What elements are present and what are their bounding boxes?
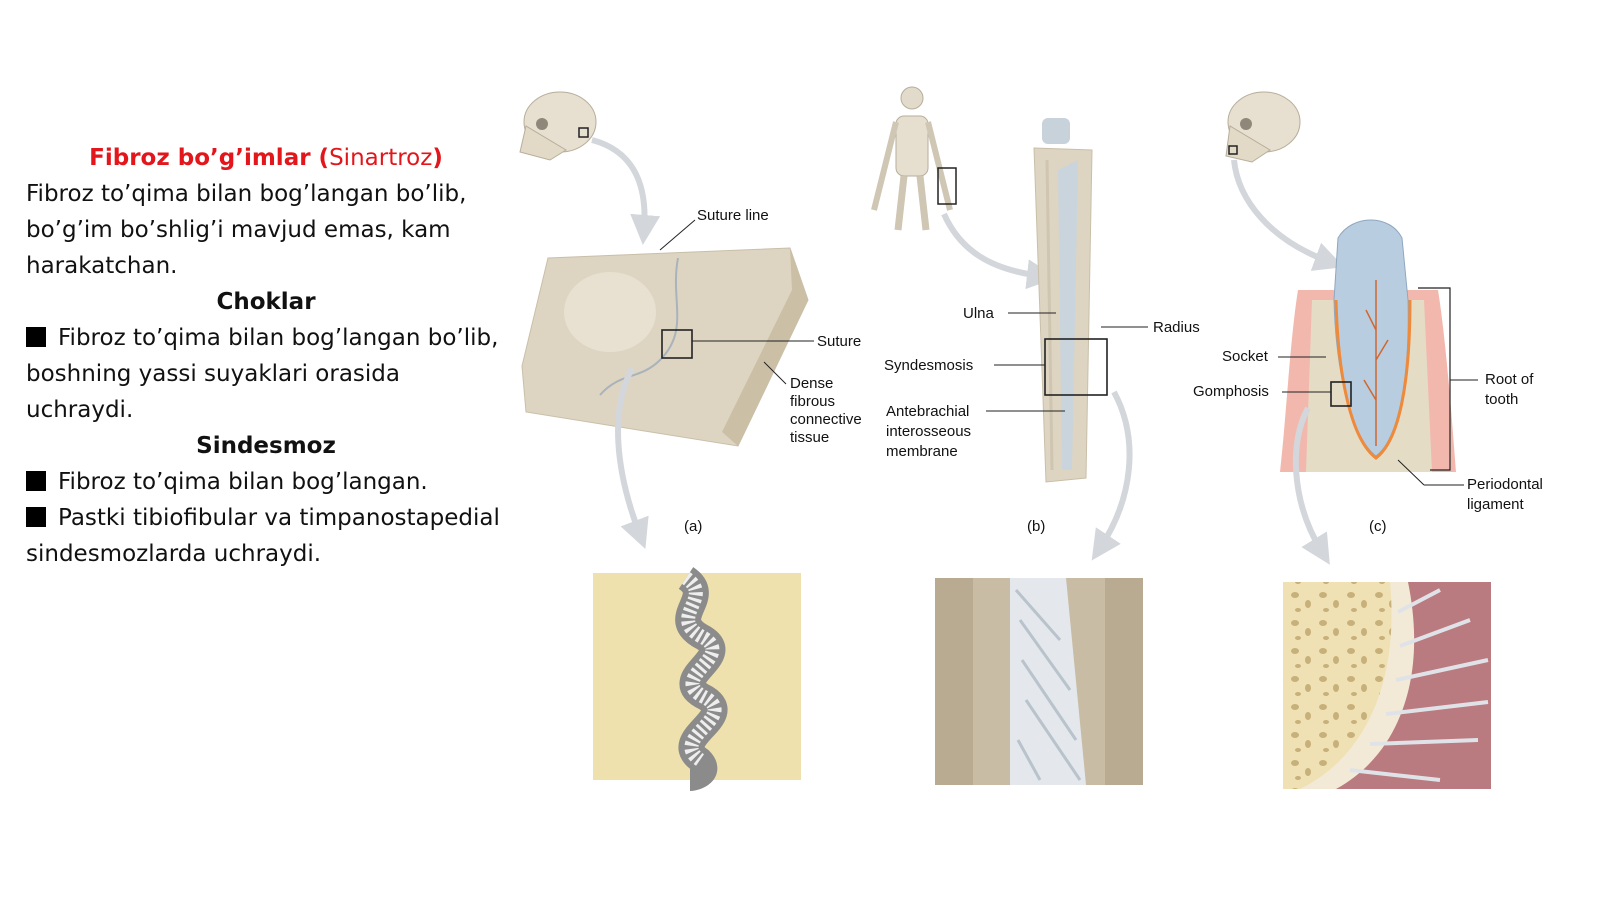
- label-periodontal-1: Periodontal: [1467, 476, 1543, 493]
- label-suture: Suture: [817, 333, 861, 350]
- square-bullet-icon: [26, 471, 46, 491]
- leader-periodontal-1: [1397, 459, 1425, 486]
- text-panel: Fibroz bo’g’imlar (Sinartroz) Fibroz to’…: [26, 140, 506, 572]
- label-periodontal-2: ligament: [1467, 496, 1525, 513]
- skull-c-icon: [1225, 91, 1301, 163]
- label-dense-2: fibrous: [790, 393, 835, 410]
- skull-a-icon: [519, 91, 597, 161]
- arrow-b-detail: [1091, 390, 1133, 561]
- slide-title: Fibroz bo’g’imlar (Sinartroz): [26, 140, 506, 176]
- arrow-a-zoom: [591, 137, 661, 245]
- suture-line-mark: [599, 257, 679, 396]
- label-gomphosis: Gomphosis: [1193, 383, 1269, 400]
- title-close: ): [432, 145, 443, 171]
- label-membrane-1: Antebrachial: [886, 403, 969, 420]
- label-dense-1: Dense: [790, 375, 833, 392]
- arrow-a-detail: [615, 366, 649, 550]
- square-bullet-icon: [26, 507, 46, 527]
- bullet-text-2: Fibroz to’qima bilan bog’langan.: [58, 469, 428, 495]
- tooth-in-socket: [1280, 219, 1456, 472]
- leader-suture-line: [659, 219, 696, 251]
- panel-b-caption: (b): [1027, 518, 1045, 535]
- bullet-item-3: Pastki tibiofibular va timpanostapedial …: [26, 500, 506, 572]
- label-root-1: Root of: [1485, 371, 1534, 388]
- bullet-item-1: Fibroz to’qima bilan bog’langan bo’lib, …: [26, 320, 506, 428]
- bullet-text-3: Pastki tibiofibular va timpanostapedial …: [26, 505, 500, 567]
- syndesmosis-detail-box: [1044, 338, 1108, 396]
- heading-sindesmoz: Sindesmoz: [196, 433, 336, 459]
- title-bold: Fibroz bo’g’imlar (: [89, 145, 330, 171]
- label-membrane-3: membrane: [886, 443, 958, 460]
- gomphosis-detail-image: [1283, 582, 1491, 789]
- syndesmosis-detail-image: [935, 578, 1143, 785]
- title-subtitle: Sinartroz: [329, 145, 433, 171]
- suture-detail-box: [661, 329, 693, 359]
- label-root-2: tooth: [1485, 391, 1518, 408]
- intro-paragraph: Fibroz to’qima bilan bog’langan bo’lib, …: [26, 181, 467, 279]
- panel-b-syndesmosis: Ulna Radius Syndesmosis Antebrachial int…: [871, 86, 1200, 785]
- suture-detail-image: [593, 567, 801, 791]
- bullet-text-1: Fibroz to’qima bilan bog’langan bo’lib, …: [26, 325, 499, 423]
- label-socket: Socket: [1222, 348, 1269, 365]
- forearm-bones: [1033, 118, 1093, 483]
- heading-choklar: Choklar: [216, 289, 316, 315]
- label-ulna: Ulna: [963, 305, 995, 322]
- label-dense-3: connective: [790, 411, 862, 428]
- arrow-b-zoom: [941, 212, 1057, 290]
- arrow-c-detail: [1292, 406, 1330, 565]
- label-radius: Radius: [1153, 319, 1200, 336]
- arrow-c-zoom: [1231, 159, 1345, 271]
- bullet-item-2: Fibroz to’qima bilan bog’langan.: [26, 464, 506, 500]
- root-bracket: [1418, 287, 1451, 471]
- label-suture-line: Suture line: [697, 207, 769, 224]
- panel-c-caption: (c): [1369, 518, 1387, 535]
- square-bullet-icon: [26, 327, 46, 347]
- label-dense-4: tissue: [790, 429, 829, 446]
- panel-a-suture: Suture line Suture Dense fibrous connect…: [519, 91, 862, 791]
- skull-plate-block: [521, 247, 809, 447]
- gomphosis-detail-box: [1330, 381, 1352, 407]
- leader-dense-tissue: [763, 361, 787, 385]
- skeleton-icon: [871, 86, 957, 231]
- panel-a-caption: (a): [684, 518, 702, 535]
- label-membrane-2: interosseous: [886, 423, 971, 440]
- label-syndesmosis: Syndesmosis: [884, 357, 973, 374]
- panel-c-gomphosis: Socket Gomphosis Root of tooth Periodont…: [1193, 91, 1543, 789]
